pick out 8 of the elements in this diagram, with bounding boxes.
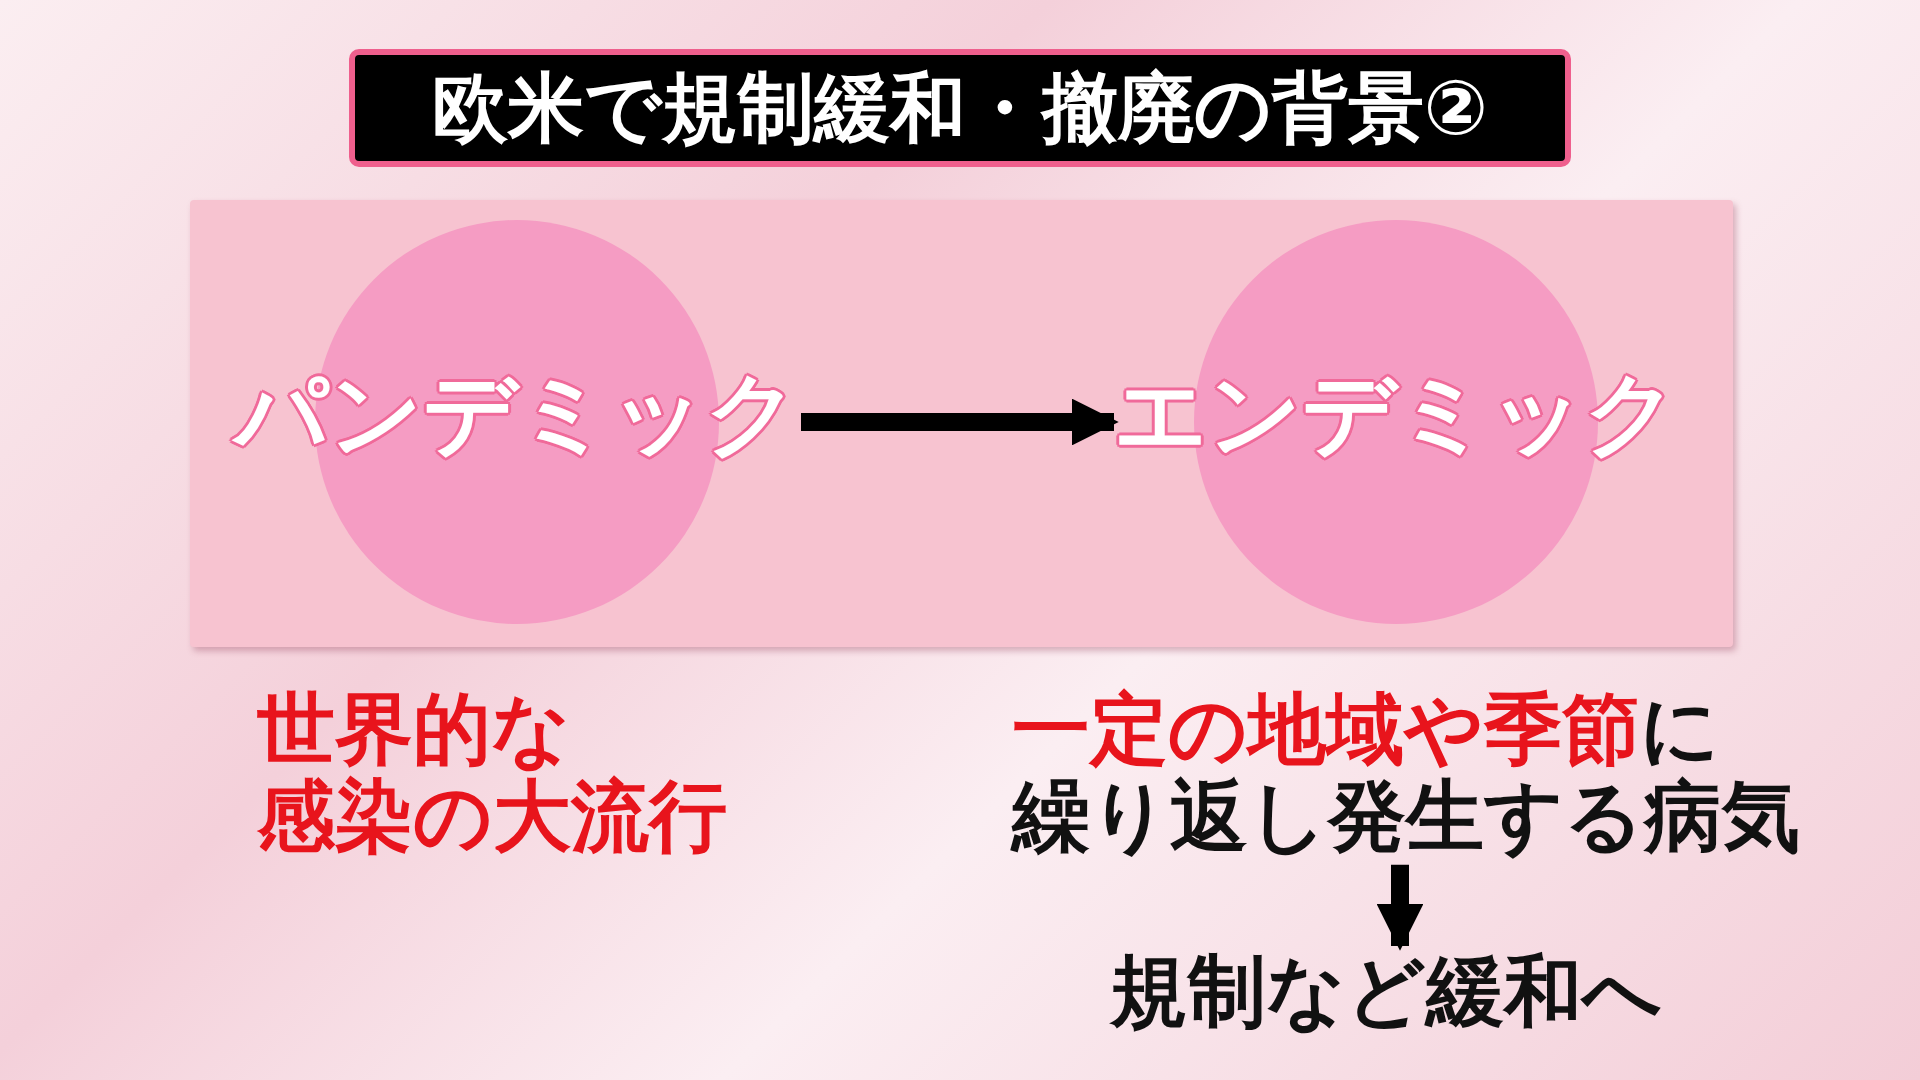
- caption-text: 規制など緩和へ: [1110, 948, 1662, 1036]
- band-panel: [190, 200, 1733, 647]
- caption-text: 世界的な感染の大流行: [257, 686, 728, 861]
- arrow: [1376, 864, 1424, 951]
- title-banner: 欧米で規制緩和・撤廃の背景②: [349, 49, 1571, 167]
- circle-label: エンデミック: [1114, 362, 1678, 466]
- arrow: [801, 398, 1119, 446]
- caption-text: 一定の地域や季節に繰り返し発生する病気: [1012, 686, 1801, 861]
